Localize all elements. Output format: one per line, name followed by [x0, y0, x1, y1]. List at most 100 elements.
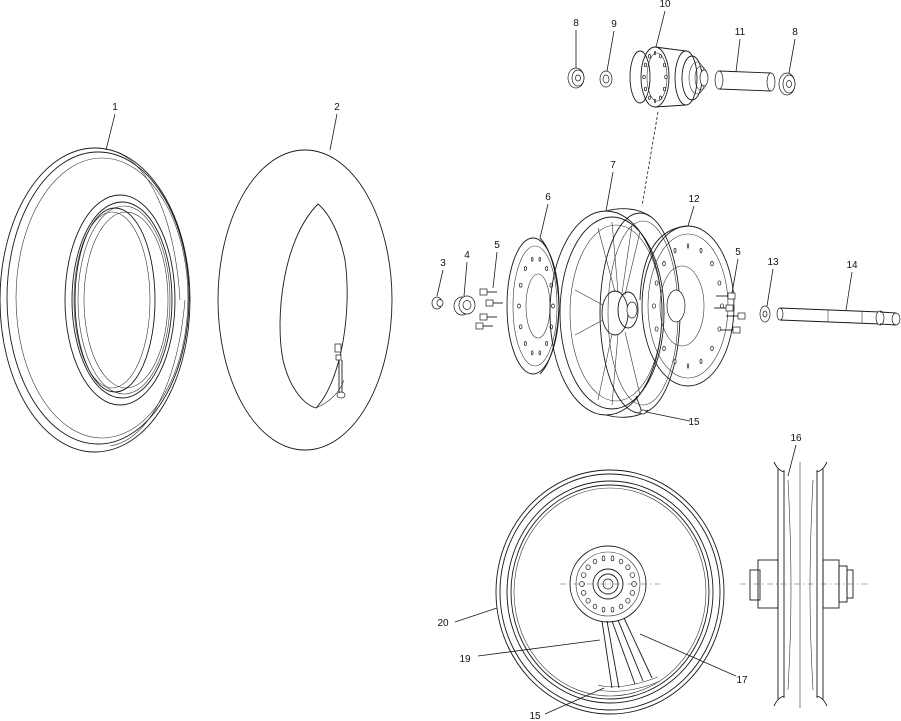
bolt-hole [699, 358, 703, 364]
bolt-hole [720, 303, 724, 309]
washer-part-13 [759, 305, 771, 323]
callout-c2: 2 [334, 102, 340, 113]
bolt-hole [654, 98, 656, 104]
bolt-hole [580, 572, 587, 578]
callout-c17: 17 [736, 675, 748, 686]
callout-c19: 19 [459, 654, 471, 665]
callout-c16: 16 [790, 433, 802, 444]
bolt-hole [625, 597, 631, 604]
bolt-hole [662, 62, 667, 68]
bolt-hole [601, 555, 606, 562]
bolt-hole [699, 248, 703, 254]
spacer-part-4 [453, 295, 476, 316]
bolt-hole [664, 74, 668, 80]
brake-disc-part-12 [639, 225, 735, 387]
bolt-hole [579, 581, 585, 587]
bolt-hole [592, 558, 598, 565]
bolt-hole [592, 603, 598, 610]
bolt-hole [648, 95, 651, 100]
callout-c3: 3 [440, 258, 446, 269]
bolt-hole [517, 303, 521, 309]
bolt-hole [643, 62, 648, 68]
bolt-hole [652, 303, 656, 309]
bolt-hole [585, 564, 591, 571]
wheel-side-view-part-16 [740, 461, 870, 708]
bolt-hole [530, 256, 534, 262]
bolts-part-5-right [714, 292, 746, 334]
bolt-hole [662, 345, 666, 351]
bolt-hole [643, 86, 648, 92]
callout-c11: 11 [735, 27, 746, 38]
callout-c9: 9 [611, 19, 617, 30]
bolt-hole [538, 256, 542, 262]
callout-c15a: 15 [688, 417, 700, 428]
bearing-part-8-right [778, 72, 796, 96]
leader-lines [105, 10, 853, 715]
bolt-hole [618, 558, 624, 565]
bolt-hole [654, 50, 656, 56]
washer-part-9 [599, 70, 613, 88]
bolt-hole [580, 590, 587, 596]
bolt-hole [545, 266, 549, 271]
callout-c4: 4 [464, 250, 470, 261]
callout-c1: 1 [112, 102, 118, 113]
bolt-hole [648, 54, 651, 59]
bolt-hole [673, 358, 677, 364]
bolt-hole [610, 606, 615, 613]
bolt-hole [545, 341, 549, 346]
bolt-hole [538, 350, 542, 356]
callout-c6: 6 [545, 192, 551, 203]
wheel-front-view [495, 469, 725, 715]
bolt-hole [629, 590, 636, 596]
bolt-hole [530, 350, 534, 356]
bolt-hole [625, 564, 631, 571]
bolt-hole [686, 363, 690, 369]
inner-tube-part-2 [217, 149, 393, 451]
bolt-hole [659, 54, 662, 59]
callout-c15b: 15 [529, 711, 541, 721]
bolt-hole [654, 280, 659, 286]
bolt-hole [629, 572, 636, 578]
nut-part-3 [431, 296, 444, 310]
bolt-hole [654, 326, 659, 332]
bolt-hole [523, 341, 527, 346]
bolt-hole [551, 303, 555, 309]
brake-disc-part-6 [506, 237, 560, 375]
hub-part-10 [629, 46, 709, 108]
bolt-hole [642, 74, 646, 80]
callout-c5a: 5 [494, 240, 500, 251]
tire-part-1 [0, 147, 191, 453]
bolt-hole [519, 324, 523, 330]
bolt-hole [585, 597, 591, 604]
bolt-hole [610, 555, 615, 562]
bolt-hole [618, 603, 624, 610]
callout-c14: 14 [846, 260, 858, 271]
bolt-hole [662, 261, 666, 267]
callout-c7: 7 [610, 160, 616, 171]
callout-c12: 12 [688, 194, 700, 205]
bolt-hole [717, 280, 722, 286]
bolts-part-5-left [475, 288, 503, 330]
bolt-hole [710, 345, 714, 351]
callout-c20: 20 [437, 618, 449, 629]
callout-c8a: 8 [573, 18, 579, 29]
bolt-hole [523, 266, 527, 271]
rim-part-7 [549, 208, 681, 418]
axle-part-14 [776, 307, 901, 326]
bolt-hole [519, 282, 523, 288]
bolt-hole [601, 606, 606, 613]
bolt-hole [662, 86, 667, 92]
spacer-tube-part-11 [714, 70, 776, 92]
bolt-hole [710, 261, 714, 267]
bolt-hole [717, 326, 722, 332]
callout-c13: 13 [767, 257, 779, 268]
callout-c5b: 5 [735, 247, 741, 258]
callout-c10: 10 [659, 0, 671, 10]
bolt-hole [659, 95, 662, 100]
callout-c8b: 8 [792, 27, 798, 38]
bearing-part-8-left [567, 67, 585, 89]
bolt-hole [673, 248, 677, 254]
bolt-hole [686, 243, 690, 249]
